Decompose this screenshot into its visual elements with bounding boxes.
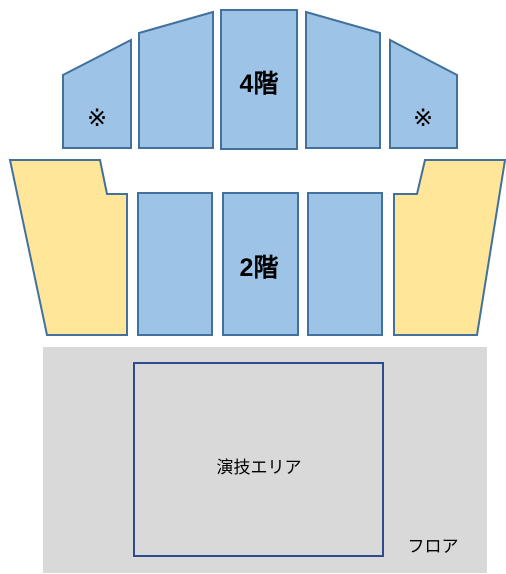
upper-block-right-note[interactable] [389, 38, 458, 149]
floor-label: フロア [408, 537, 459, 557]
upper-block-left-note[interactable] [62, 38, 132, 149]
lower-block-right[interactable] [307, 192, 383, 336]
stage-area[interactable] [133, 362, 384, 557]
upper-block-left[interactable] [138, 10, 214, 149]
side-block-left-yellow[interactable] [8, 159, 128, 336]
lower-block-center[interactable] [222, 192, 299, 336]
lower-level-blocks [8, 159, 506, 336]
upper-block-center[interactable] [220, 9, 298, 150]
lower-block-left[interactable] [137, 192, 213, 336]
side-block-right-yellow[interactable] [393, 159, 506, 336]
upper-level-blocks [62, 9, 458, 150]
floor-area[interactable] [43, 347, 487, 573]
note-mark-left: ※ [87, 104, 107, 132]
upper-block-right[interactable] [305, 10, 381, 149]
upper-level-label: 4階 [240, 70, 279, 98]
lower-level-label: 2階 [240, 254, 279, 282]
stage-label: 演技エリア [217, 458, 302, 478]
note-mark-right: ※ [413, 104, 433, 132]
